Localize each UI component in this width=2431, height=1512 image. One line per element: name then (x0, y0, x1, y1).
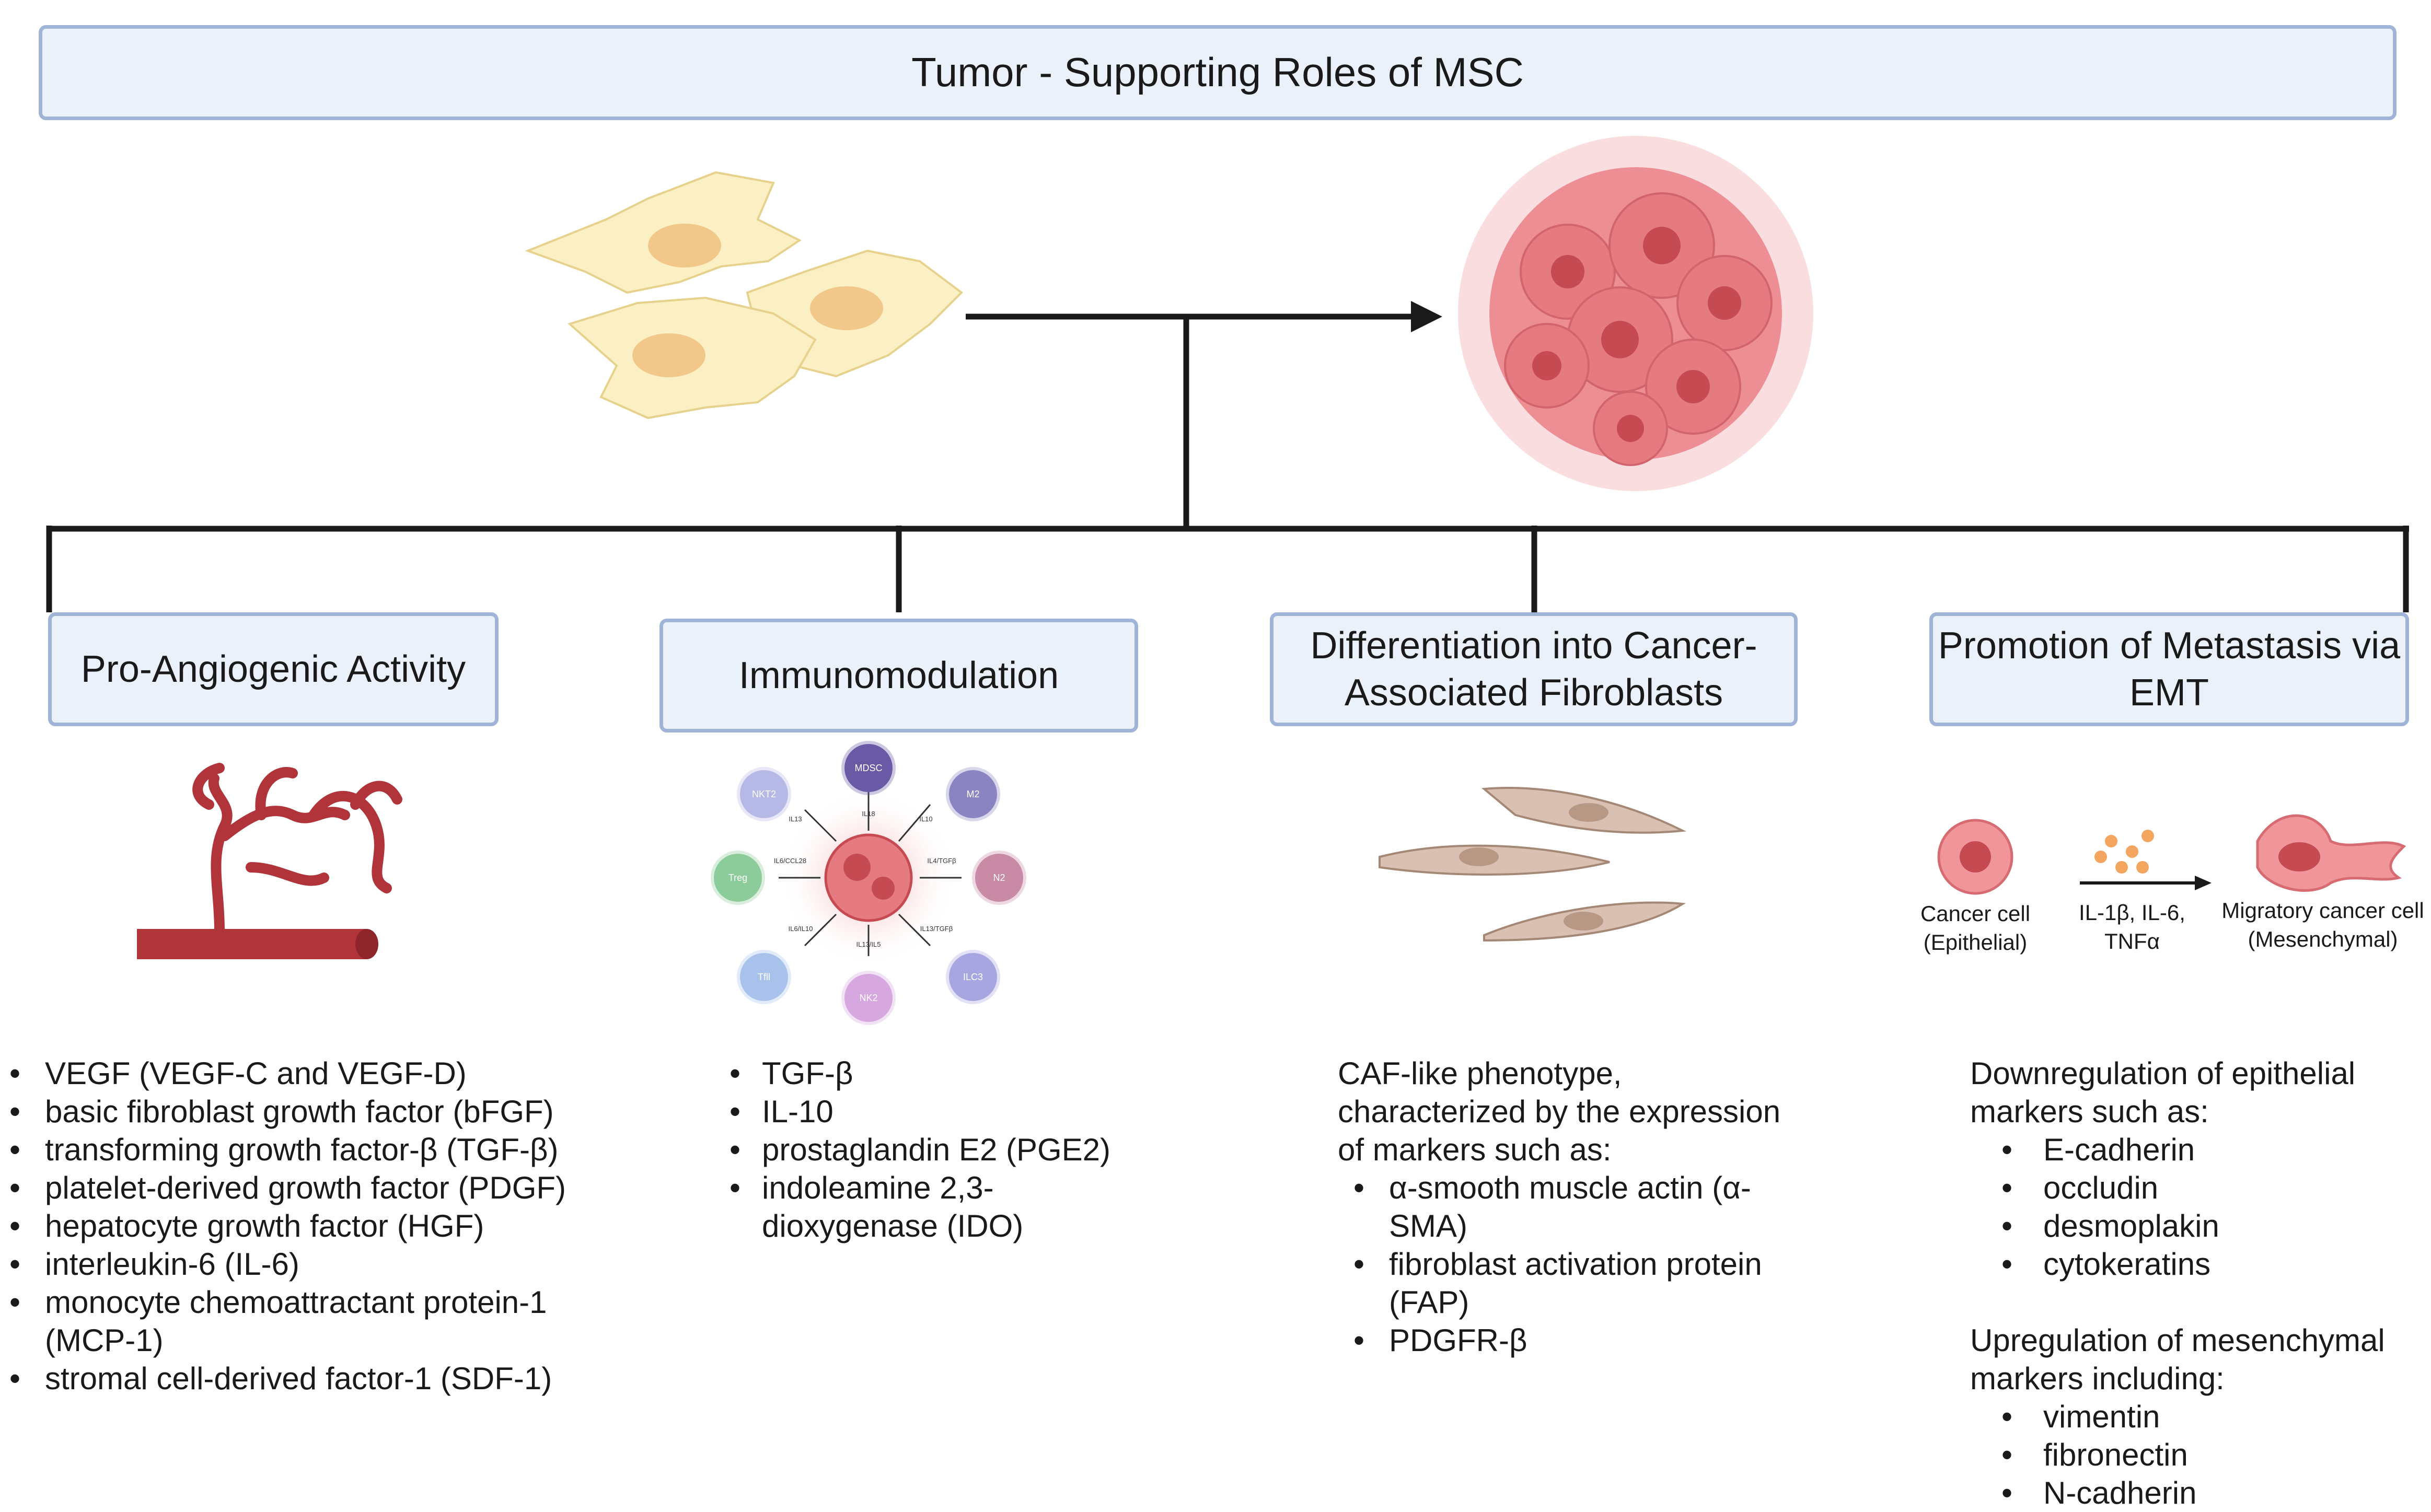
immune-cell: MDSC (844, 744, 893, 792)
arrowhead-to-tumor (1411, 301, 1442, 332)
emt-marker-list: Downregulation of epithelial markers suc… (1970, 1054, 2430, 1512)
immune-cell: N2 (975, 854, 1023, 902)
page-title: Tumor - Supporting Roles of MSC (911, 49, 1524, 96)
downregulation-intro: Downregulation of epithelial markers suc… (1970, 1056, 2356, 1129)
list-item: occludin (1970, 1169, 2430, 1207)
angiogenic-factor-list: VEGF (VEGF-C and VEGF-D)basic fibroblast… (9, 1054, 631, 1398)
immune-cell: ILC3 (949, 953, 997, 1001)
list-item: PDGFR-β (1338, 1321, 1808, 1359)
category-label: Immunomodulation (738, 655, 1059, 696)
immunomodulatory-factor-list: TGF-βIL-10prostaglandin E2 (PGE2)indolea… (730, 1054, 1127, 1245)
category-caf-differentiation: Differentiation into Cancer-Associated F… (1270, 612, 1798, 726)
immune-factor-label: IL13 (789, 815, 802, 823)
list-item: prostaglandin E2 (PGE2) (730, 1131, 1127, 1169)
list-item: interleukin-6 (IL-6) (9, 1245, 631, 1283)
immune-factor-label: IL6/IL10 (788, 925, 813, 933)
list-item: E-cadherin (1970, 1131, 2430, 1169)
list-item: indoleamine 2,3-dioxygenase (IDO) (730, 1169, 1127, 1245)
immune-network-illustration (779, 789, 962, 967)
list-item: IL-10 (730, 1092, 1127, 1131)
category-label: Promotion of Metastasis via EMT (1938, 625, 2401, 714)
list-item: platelet-derived growth factor (PDGF) (9, 1169, 631, 1207)
immune-cell: Tfll (740, 953, 788, 1001)
list-item: basic fibroblast growth factor (bFGF) (9, 1092, 631, 1131)
immune-factor-label: IL10 (919, 815, 933, 823)
tumor-mass-illustration (1458, 136, 1813, 491)
migratory-cell-label: Migratory cancer cell (Mesenchymal) (2221, 898, 2424, 951)
list-item: TGF-β (730, 1054, 1127, 1092)
caf-intro: CAF-like phenotype, characterized by the… (1338, 1056, 1781, 1167)
list-item: vimentin (1970, 1398, 2430, 1436)
category-immunomodulation: Immunomodulation (659, 619, 1138, 732)
mesenchymal-cancer-cell (2256, 814, 2406, 892)
list-item: fibronectin (1970, 1436, 2430, 1474)
category-pro-angiogenic: Pro-Angiogenic Activity (48, 612, 499, 726)
list-item: VEGF (VEGF-C and VEGF-D) (9, 1054, 631, 1092)
list-item: hepatocyte growth factor (HGF) (9, 1207, 631, 1245)
immune-cell: Treg (714, 854, 762, 902)
list-item: monocyte chemoattractant protein-1 (MCP-… (9, 1283, 631, 1359)
list-item: N-cadherin (1970, 1474, 2430, 1512)
cytokines-label: IL-1β, IL-6, TNFα (2079, 900, 2185, 953)
blood-vessel-illustration (137, 763, 402, 959)
immune-factor-label: IL6/CCL28 (773, 857, 807, 865)
category-label: Pro-Angiogenic Activity (80, 648, 466, 690)
cancer-cell-label: Cancer cell (Epithelial) (1920, 901, 2031, 955)
list-item: transforming growth factor-β (TGF-β) (9, 1131, 631, 1169)
immune-cell: M2 (949, 770, 997, 818)
list-item: desmoplakin (1970, 1207, 2430, 1245)
immune-factor-label: IL18 (862, 810, 875, 818)
list-item: cytokeratins (1970, 1245, 2430, 1283)
title-box: Tumor - Supporting Roles of MSC (39, 25, 2397, 120)
msc-nuclei (632, 224, 883, 377)
emt-arrowhead (2195, 876, 2212, 890)
connector-lines (46, 313, 2409, 612)
upregulation-intro: Upregulation of mesenchymal markers incl… (1970, 1323, 2385, 1396)
immune-cell: NKT2 (740, 770, 788, 818)
caf-marker-list: CAF-like phenotype, characterized by the… (1338, 1054, 1808, 1359)
immune-cell: NK2 (844, 974, 893, 1022)
category-metastasis-emt: Promotion of Metastasis via EMT (1929, 612, 2409, 726)
list-item: fibroblast activation protein (FAP) (1338, 1245, 1808, 1321)
epithelial-cancer-cell (1937, 819, 2013, 895)
immune-factor-label: IL13/TGFβ (920, 925, 953, 933)
msc-cells-illustration (525, 171, 964, 420)
immune-factor-label: IL13/IL5 (856, 940, 881, 948)
immune-factor-label: IL4/TGFβ (927, 857, 956, 865)
cytokine-dots (2094, 830, 2154, 874)
list-item: α-smooth muscle actin (α-SMA) (1338, 1169, 1808, 1245)
list-item: stromal cell-derived factor-1 (SDF-1) (9, 1359, 631, 1398)
category-label: Differentiation into Cancer-Associated F… (1310, 625, 1757, 714)
